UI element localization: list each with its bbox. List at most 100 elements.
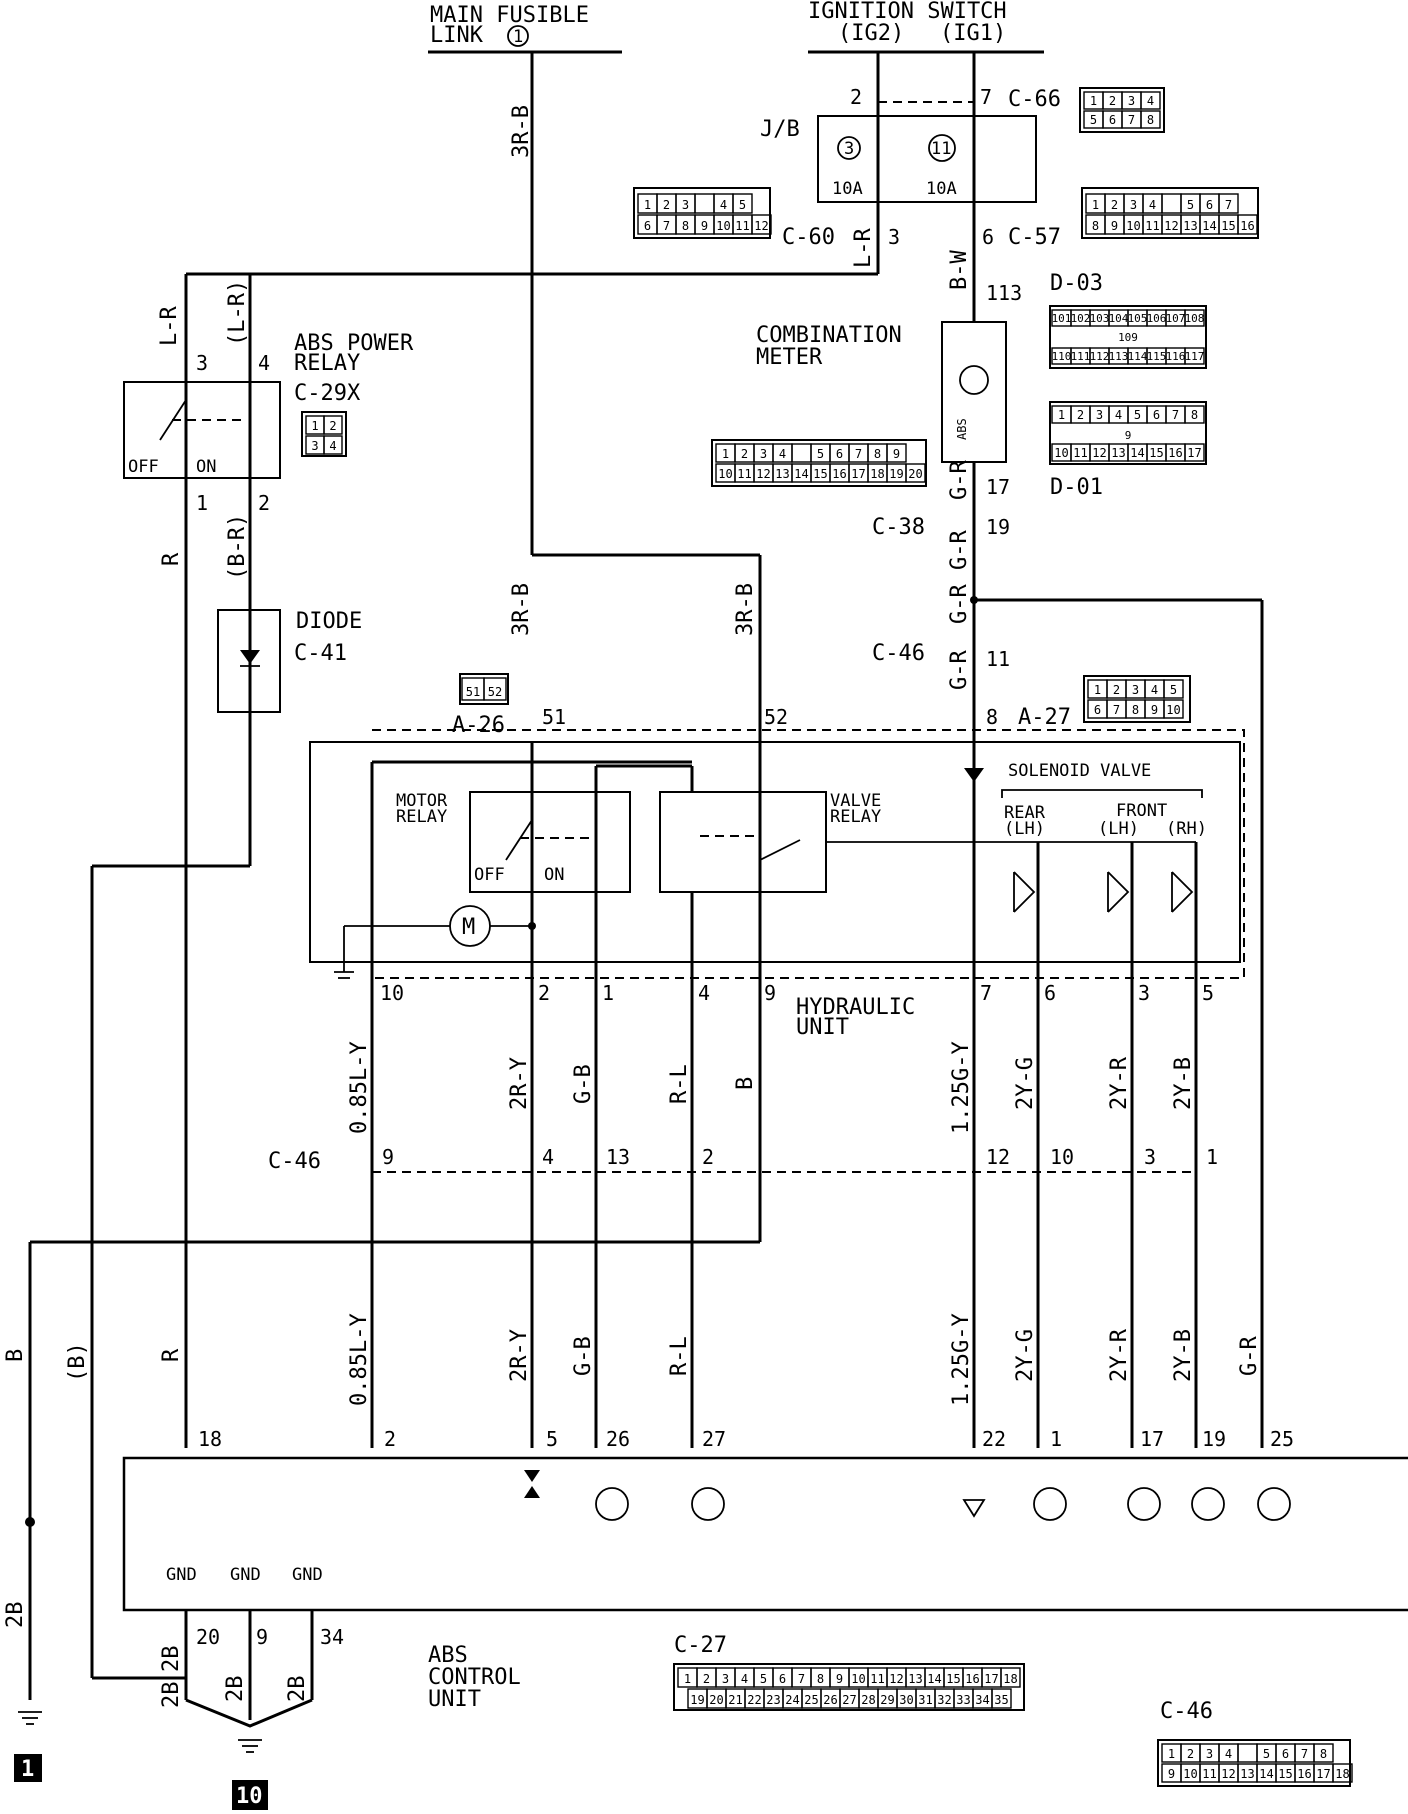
wire-gb-1: G-B bbox=[571, 1064, 596, 1104]
motor-relay-label-1: MOTOR bbox=[396, 791, 448, 811]
c27-pin-number: 11 bbox=[870, 1672, 884, 1686]
c27-pin-number: 27 bbox=[842, 1693, 856, 1707]
c57-pin-number: 3 bbox=[1130, 198, 1137, 212]
valve-relay-label-2: RELAY bbox=[830, 807, 881, 827]
a27-pin-number: 3 bbox=[1132, 683, 1139, 697]
c38-pin-number: 10 bbox=[718, 467, 732, 481]
cu-pin-5: 5 bbox=[546, 1427, 558, 1451]
d01-pin-number: 6 bbox=[1153, 408, 1160, 422]
c27-pin-number: 9 bbox=[836, 1672, 843, 1686]
c27-pin-number: 30 bbox=[899, 1693, 913, 1707]
c27-pin-number: 25 bbox=[804, 1693, 818, 1707]
pin-11: 11 bbox=[986, 647, 1010, 671]
c46-pin-4: 4 bbox=[542, 1145, 554, 1169]
c57-cell bbox=[1218, 193, 1239, 214]
d03-pin-number: 111 bbox=[1071, 350, 1091, 363]
c60-face bbox=[633, 187, 771, 239]
c57-pin-number: 6 bbox=[1206, 198, 1213, 212]
wire-gb-2: G-B bbox=[571, 1336, 596, 1376]
c27-pin-number: 35 bbox=[994, 1693, 1008, 1707]
wire-br: (B-R) bbox=[225, 514, 250, 580]
c46-pin-number: 10 bbox=[1183, 1767, 1197, 1781]
d01-pin-number: 1 bbox=[1058, 408, 1065, 422]
c27-pin-number: 1 bbox=[684, 1672, 691, 1686]
a27-cell bbox=[1163, 699, 1184, 719]
c57-pin-number: 9 bbox=[1111, 219, 1118, 233]
c27-face bbox=[673, 1663, 1025, 1711]
c57-pin-number: 4 bbox=[1149, 198, 1156, 212]
c27-pin-number: 29 bbox=[880, 1693, 894, 1707]
c46-pin-number: 2 bbox=[1187, 1747, 1194, 1761]
c46-pin-3: 3 bbox=[1144, 1145, 1156, 1169]
d03-pin-number: 107 bbox=[1166, 312, 1186, 325]
wire-2yg-1: 2Y-G bbox=[1013, 1057, 1038, 1110]
c57-pin-number: 12 bbox=[1164, 219, 1178, 233]
hu-pin-2: 2 bbox=[538, 981, 550, 1005]
c27-pin-number: 5 bbox=[760, 1672, 767, 1686]
c27-pin-number: 2 bbox=[703, 1672, 710, 1686]
c38-pin-number: 19 bbox=[889, 467, 903, 481]
relay-pin-1: 1 bbox=[196, 491, 208, 515]
c46-bottom-label: C-46 bbox=[1160, 1699, 1213, 1724]
c57-pin-number: 16 bbox=[1240, 219, 1254, 233]
c46-pin-10: 10 bbox=[1050, 1145, 1074, 1169]
pin-51: 51 bbox=[542, 705, 566, 729]
d01-cell bbox=[1184, 443, 1205, 462]
c27-pin-number: 24 bbox=[785, 1693, 799, 1707]
d01-pin-number: 10 bbox=[1054, 446, 1068, 460]
hu-pin-10: 10 bbox=[380, 981, 404, 1005]
cu-pin-19: 19 bbox=[1202, 1427, 1226, 1451]
jb-label: J/B bbox=[760, 117, 800, 142]
c27-pin-number: 17 bbox=[984, 1672, 998, 1686]
c46-cell bbox=[1237, 1743, 1258, 1763]
wire-gr-4: G-R bbox=[947, 650, 972, 690]
c46-pin-number: 16 bbox=[1297, 1767, 1311, 1781]
c60-pin-number: 7 bbox=[663, 219, 670, 233]
c27-pin-number: 34 bbox=[975, 1693, 989, 1707]
rear-label: REAR bbox=[1004, 803, 1046, 823]
c27-pin-number: 23 bbox=[766, 1693, 780, 1707]
front-lh-label: (LH) bbox=[1098, 819, 1139, 839]
d03-pin-number: 106 bbox=[1147, 312, 1167, 325]
c66-cell bbox=[1140, 91, 1161, 110]
c57-cell bbox=[1237, 214, 1258, 235]
c46-pin-number: 8 bbox=[1320, 1747, 1327, 1761]
connector-c60: C-60 bbox=[782, 225, 835, 250]
c38-face bbox=[711, 439, 927, 487]
d03-pin-number: 115 bbox=[1147, 350, 1167, 363]
a27-face bbox=[1083, 675, 1191, 723]
c27-pin-number: 26 bbox=[823, 1693, 837, 1707]
cu-pin-1: 1 bbox=[1050, 1427, 1062, 1451]
wire-lr-relay: L-R bbox=[157, 306, 182, 346]
d01-pin-number: 8 bbox=[1191, 408, 1198, 422]
c27-pin-number: 7 bbox=[798, 1672, 805, 1686]
c38-pin-number: 18 bbox=[870, 467, 884, 481]
c66-pin-number: 7 bbox=[1128, 113, 1135, 127]
c46-pin-number: 9 bbox=[1168, 1767, 1175, 1781]
d01-pin-number: 5 bbox=[1134, 408, 1141, 422]
cu-internal-transistors bbox=[524, 1470, 1291, 1521]
hu-pin-4: 4 bbox=[698, 981, 710, 1005]
wire-2yg-2: 2Y-G bbox=[1013, 1329, 1038, 1382]
d03-pin-number: 114 bbox=[1128, 350, 1148, 363]
a26-cell bbox=[483, 677, 507, 701]
c46-pin-number: 18 bbox=[1335, 1767, 1349, 1781]
motor-relay-label-2: RELAY bbox=[396, 807, 447, 827]
rear-lh-label: (LH) bbox=[1004, 819, 1045, 839]
c66-pin-number: 8 bbox=[1147, 113, 1154, 127]
c46-inline-label: C-46 bbox=[268, 1149, 321, 1174]
d01-pin-number: 15 bbox=[1149, 446, 1163, 460]
connector-c57: C-57 bbox=[1008, 225, 1061, 250]
cu-pin-26: 26 bbox=[606, 1427, 630, 1451]
pin-52: 52 bbox=[764, 705, 788, 729]
c27-pin-number: 14 bbox=[927, 1672, 941, 1686]
c38-pin-number: 1 bbox=[722, 447, 729, 461]
wire-2b-left: 2B bbox=[3, 1602, 28, 1629]
gnd-label-2: GND bbox=[230, 1565, 261, 1585]
front-label: FRONT bbox=[1116, 801, 1167, 821]
cu-pin-22: 22 bbox=[982, 1427, 1006, 1451]
relay-on-label: ON bbox=[196, 457, 216, 477]
c60-pin-number: 1 bbox=[644, 198, 651, 212]
c38-pin-number: 8 bbox=[874, 447, 881, 461]
